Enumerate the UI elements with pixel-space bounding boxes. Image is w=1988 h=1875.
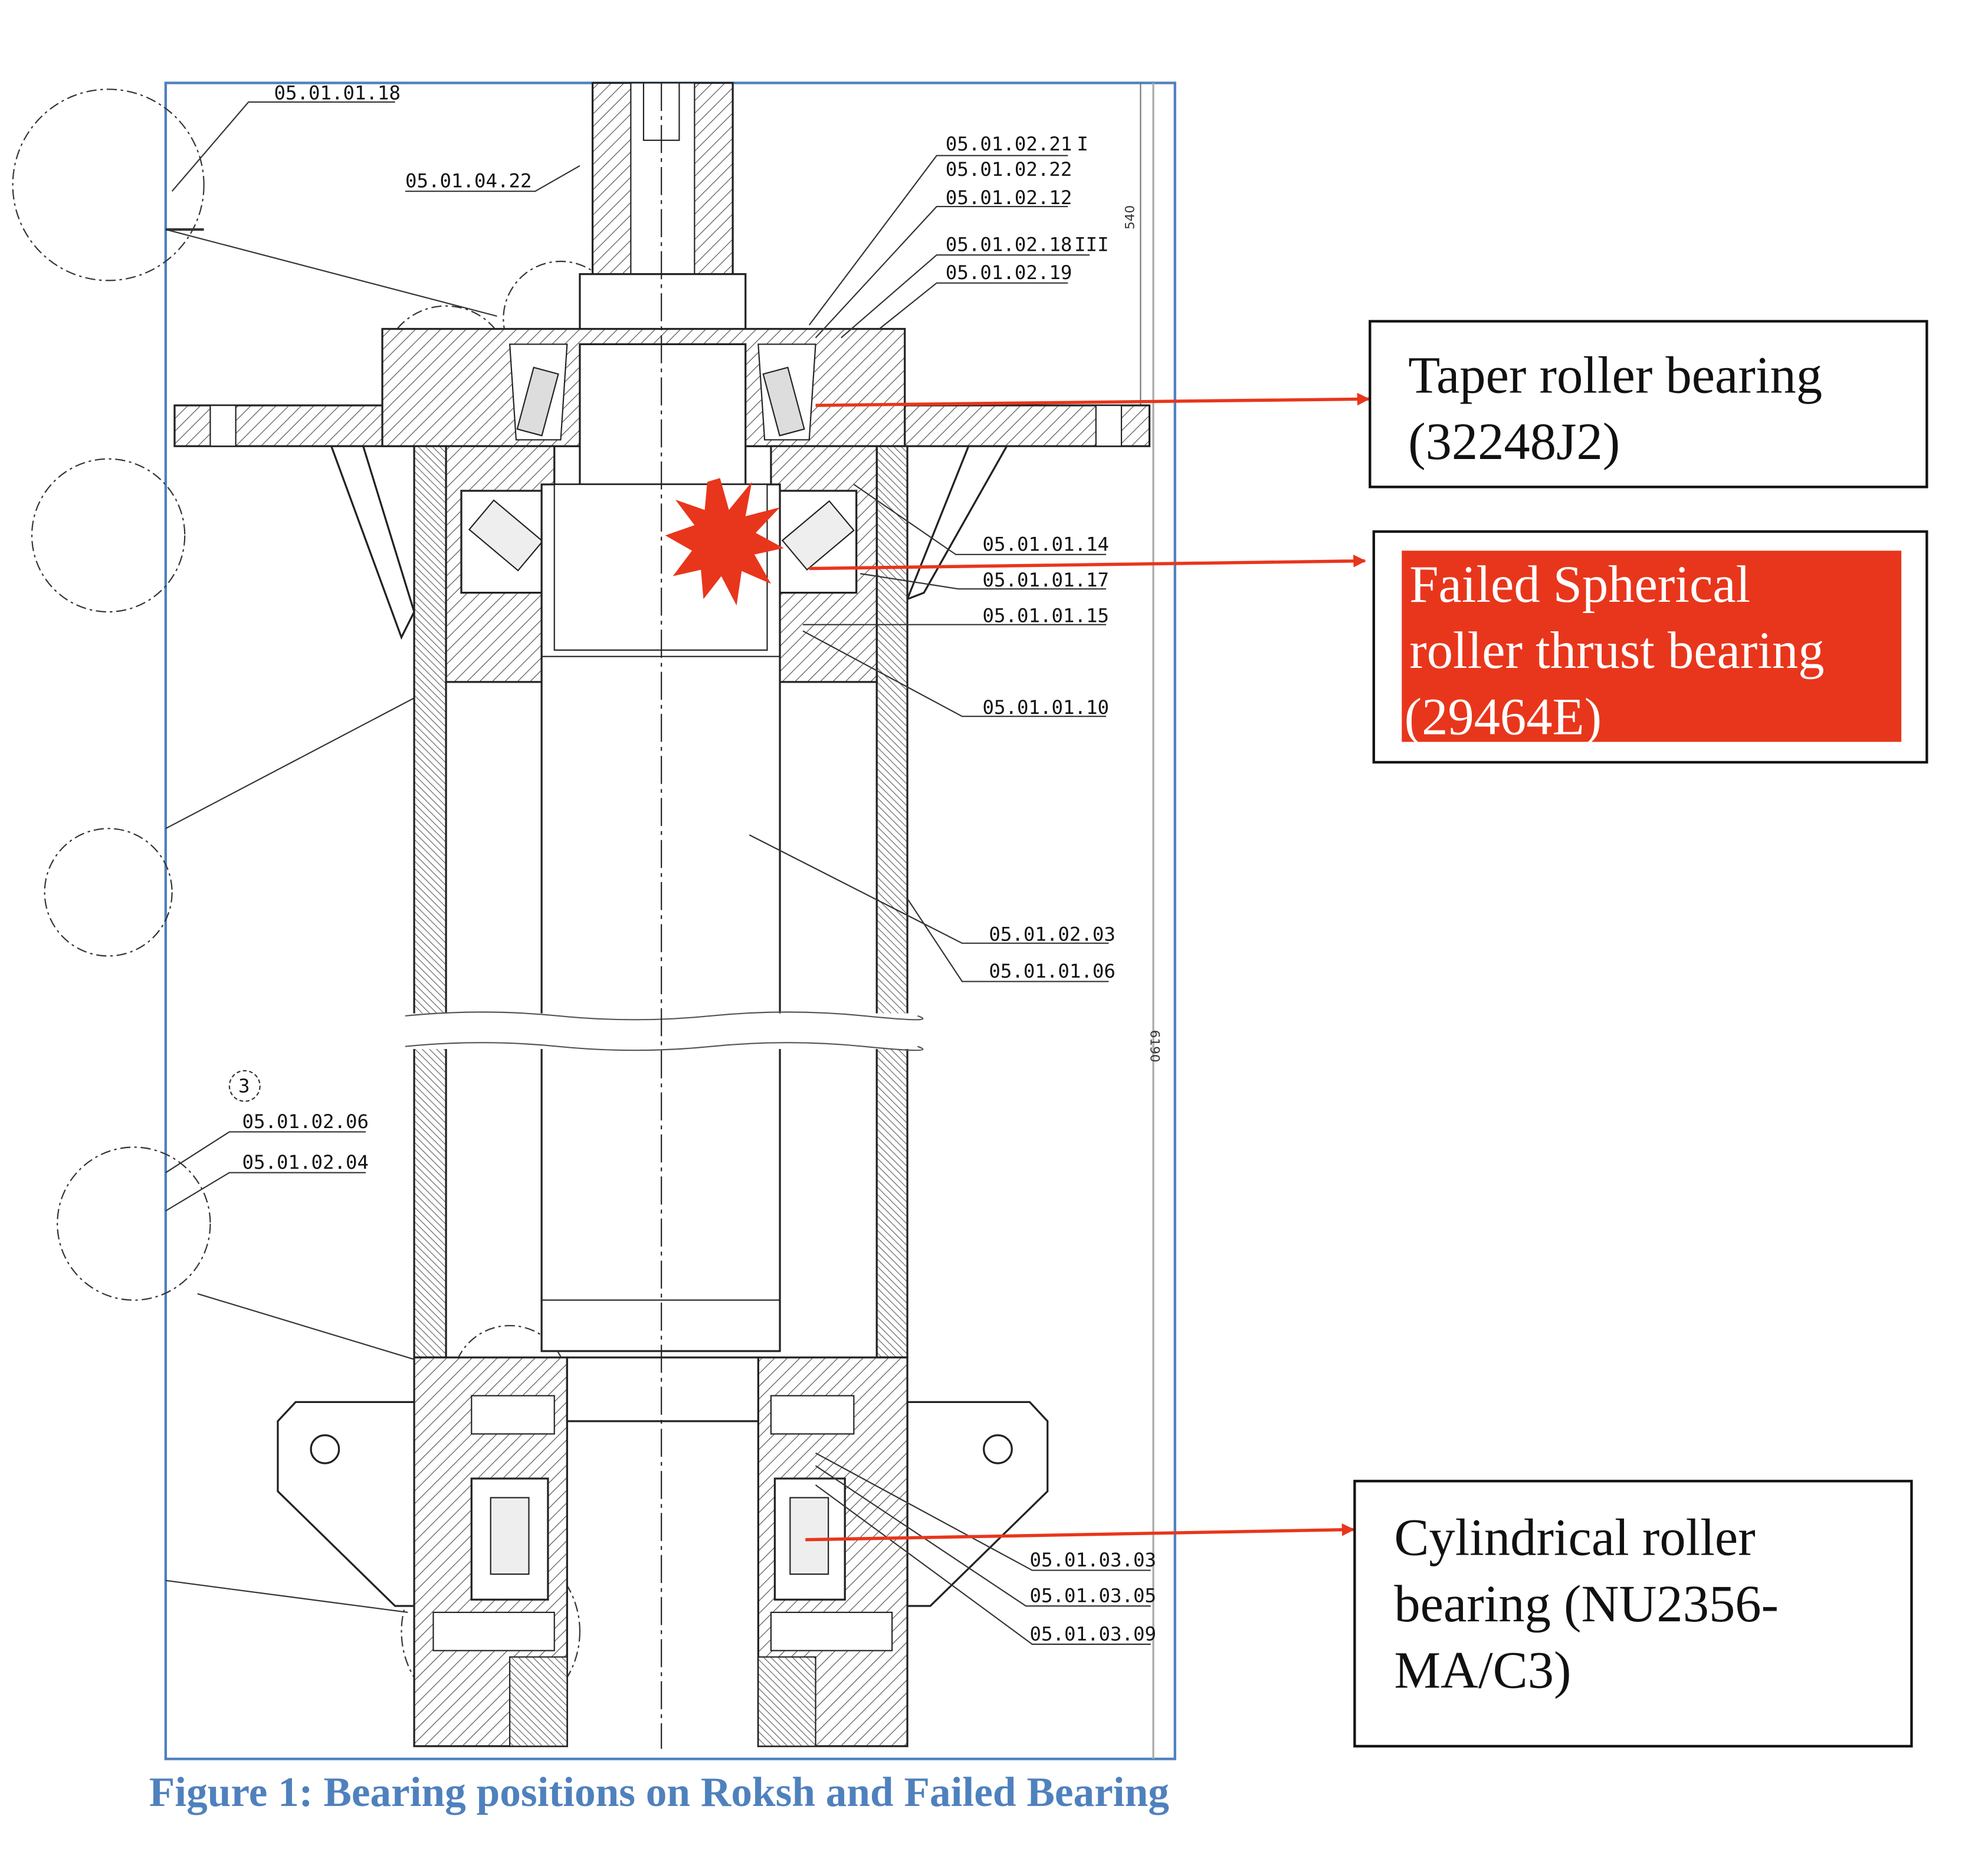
callout-failed-spherical-bearing: Failed Spherical roller thrust bearing (…: [1372, 530, 1928, 764]
part-label: 05.01.01.18: [274, 82, 401, 104]
callout-line: Failed Spherical: [1409, 556, 1750, 614]
part-label: 05.01.02.21: [946, 133, 1072, 155]
arrow-cylindrical-bearing: [805, 1523, 1355, 1542]
part-label: 05.01.04.22: [405, 170, 532, 192]
part-label: 05.01.02.04: [242, 1151, 369, 1173]
figure-caption: Figure 1: Bearing positions on Roksh and…: [149, 1769, 1169, 1815]
part-label: 05.01.03.03: [1029, 1549, 1156, 1571]
explosion-starburst-icon: [665, 478, 784, 606]
callout-line: Cylindrical roller: [1394, 1509, 1755, 1567]
arrow-taper-bearing: [815, 392, 1370, 407]
part-label: 05.01.02.06: [242, 1110, 369, 1133]
dimension-label: 6190: [1147, 1030, 1162, 1063]
part-label: 05.01.03.05: [1029, 1585, 1156, 1607]
balloon-number: 3: [238, 1074, 250, 1097]
arrow-failed-bearing: [809, 555, 1366, 571]
part-label: 05.01.01.10: [983, 696, 1110, 719]
part-label: 05.01.01.06: [989, 960, 1116, 982]
part-label: 05.01.02.22: [946, 158, 1072, 181]
part-label: 05.01.01.15: [983, 604, 1110, 627]
callout-line: bearing (NU2356-: [1394, 1575, 1779, 1633]
dimension-label: 540: [1123, 205, 1138, 230]
roman-mark: I: [1077, 133, 1088, 155]
callout-line: roller thrust bearing: [1409, 622, 1824, 680]
callout-taper-roller-bearing: Taper roller bearing (32248J2): [1369, 320, 1928, 489]
technical-drawing: 3 05.01.01.18 05.01.04.22 05.01.02.21 I …: [12, 81, 1176, 1761]
callout-line: MA/C3): [1394, 1641, 1571, 1699]
part-label: 05.01.02.18: [946, 234, 1072, 256]
part-label: 05.01.02.19: [946, 261, 1072, 284]
callout-line: (32248J2): [1408, 413, 1620, 471]
part-label: 05.01.01.17: [983, 569, 1110, 591]
part-label: 05.01.01.14: [983, 533, 1110, 555]
callout-line: (29464E): [1405, 688, 1602, 746]
roman-mark: III: [1074, 234, 1109, 256]
bolt-hole-icon: [983, 1434, 1013, 1464]
bolt-hole-icon: [310, 1434, 340, 1464]
callout-cylindrical-roller-bearing: Cylindrical roller bearing (NU2356- MA/C…: [1353, 1480, 1913, 1748]
part-label: 05.01.03.09: [1029, 1622, 1156, 1645]
part-label: 05.01.02.12: [946, 186, 1072, 209]
part-label: 05.01.02.03: [989, 923, 1116, 945]
callout-line: Taper roller bearing: [1408, 346, 1822, 404]
